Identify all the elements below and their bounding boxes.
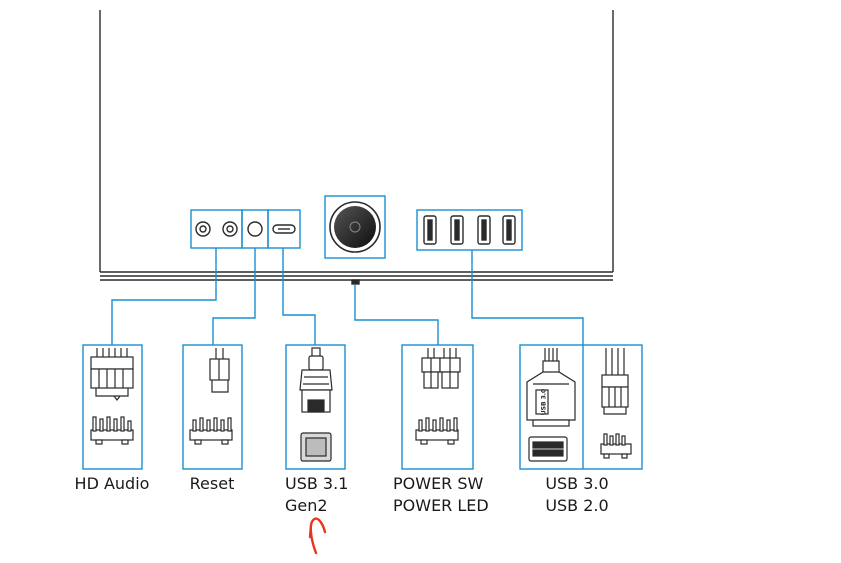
usb-a-port-box — [416, 209, 523, 251]
reset-header-box — [182, 344, 243, 470]
hd-audio-header-box — [82, 344, 143, 470]
usb30-connector-icon: USB 3.0 — [526, 348, 576, 427]
usb-c-icon — [272, 224, 296, 234]
power-label-line1: POWER SW — [393, 474, 484, 493]
case-front-panel — [99, 10, 614, 285]
power-button-box — [324, 195, 386, 259]
reset-button-icon — [247, 221, 263, 237]
usb20-pin-header-icon — [600, 433, 632, 459]
usb31-connector-icon — [299, 347, 333, 413]
hd-audio-pin-header-icon — [90, 416, 134, 445]
usb31-label-line2: Gen2 — [285, 496, 328, 515]
reset-pin-header-icon — [189, 417, 233, 445]
usb31-header-box — [285, 344, 346, 470]
hd-audio-label: HD Audio — [75, 474, 150, 493]
power-button-icon — [329, 201, 381, 253]
usb30-pin-header-icon — [528, 436, 568, 462]
annotation-arrow-icon — [308, 517, 327, 555]
usbc-port-box — [267, 209, 301, 249]
usb30-header-box — [519, 344, 643, 470]
reset-label: Reset — [190, 474, 235, 493]
usb30-label-line2: USB 2.0 — [545, 496, 608, 515]
usb-a-icon — [423, 215, 516, 245]
power-connector-icon — [421, 348, 461, 389]
usb20-connector-icon — [601, 348, 629, 415]
reset-connector-icon — [209, 348, 230, 393]
power-pin-header-icon — [415, 417, 459, 445]
audio-port-box — [190, 209, 243, 249]
leader-lines — [111, 248, 584, 345]
usb31-label-line1: USB 3.1 — [285, 474, 348, 493]
usb30-connector-mark: USB 3.0 — [541, 389, 548, 415]
usb30-label-line1: USB 3.0 — [545, 474, 608, 493]
power-label-line2: POWER LED — [393, 496, 489, 515]
hd-audio-connector-icon — [90, 348, 134, 401]
usb31-pin-header-icon — [300, 432, 332, 462]
power-header-box — [401, 344, 474, 470]
audio-jack-icon — [195, 221, 238, 237]
reset-port-box — [241, 209, 269, 249]
